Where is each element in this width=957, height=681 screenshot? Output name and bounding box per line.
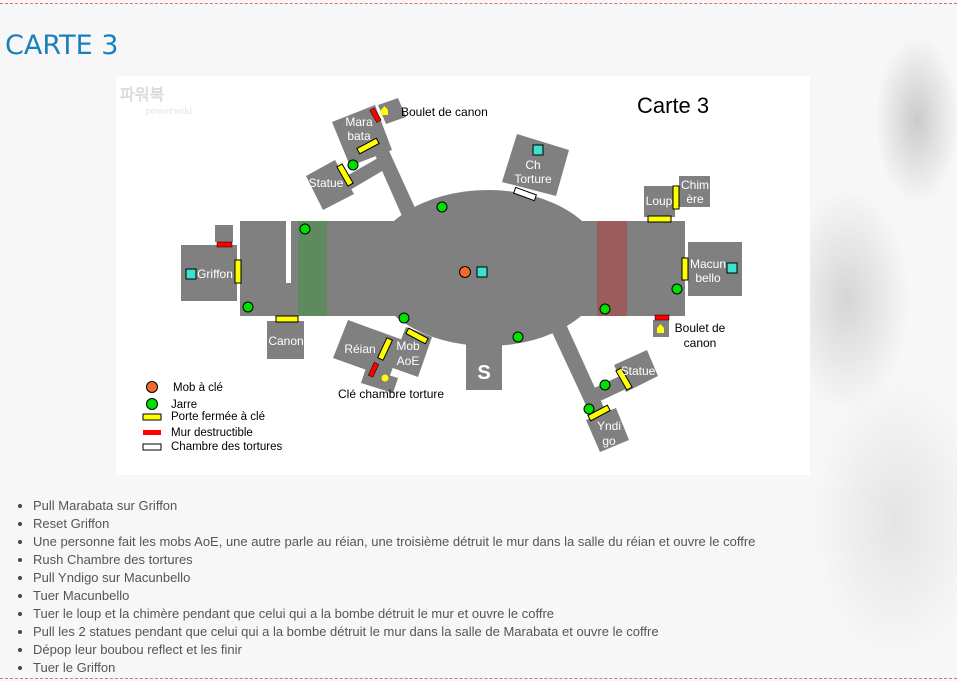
step-item: Pull Marabata sur Griffon [33,497,755,515]
annotation-boulet-right-1: Boulet de [675,321,726,335]
label-statue-bottom: Statue [621,364,656,378]
label-torture: Torture [514,172,552,186]
label-chimere-1: Chim [681,178,709,192]
label-macunbello-2: bello [695,271,721,285]
room-yndigo [586,408,629,452]
room-chimere [679,176,710,207]
room-canon [267,321,304,359]
step-item: Dépop leur boubou reflect et les finir [33,641,755,659]
watermark-sub: powerwiki [145,107,193,117]
strategy-steps: Pull Marabata sur Griffon Reset Griffon … [33,497,755,677]
destructible-walls [216,107,670,378]
step-item: Pull Yndigo sur Macunbello [33,569,755,587]
legend-chambre: Chambre des tortures [171,441,282,453]
room-s [466,340,502,390]
legend-mur: Mur destructible [171,427,253,439]
torture-door [512,186,538,202]
dungeon-map: Mara bata Statue Ch Torture Loup Chim èr… [116,76,810,475]
legend-jarre: Jarre [171,399,197,411]
label-yndigo-2: go [602,434,616,448]
key-mob-marker [459,266,471,278]
label-marabata-2: bata [347,129,371,143]
label-chimere-2: ère [686,192,704,206]
legend: Mob à clé Jarre Porte fermée à clé Mur d… [142,381,282,453]
step-item: Tuer le loup et la chimère pendant que c… [33,605,755,623]
green-zone [298,221,327,316]
step-item: Rush Chambre des tortures [33,551,755,569]
annotation-boulet-top: Boulet de canon [401,105,488,119]
label-ch: Ch [525,158,540,172]
step-item: Tuer Macunbello [33,587,755,605]
bottom-divider [0,678,957,679]
label-mob: Mob [396,339,420,353]
label-marabata-1: Mara [345,115,373,129]
red-zone [597,221,627,316]
top-divider [0,3,957,4]
jarres [242,159,683,415]
label-macunbello-1: Macun [690,257,726,271]
room-loup [644,186,675,217]
legend-mob-cle: Mob à clé [173,382,223,394]
step-item: Une personne fait les mobs AoE, une autr… [33,533,755,551]
label-aoe: AoE [397,354,420,368]
cannonball-icons [381,106,664,333]
label-reian: Réian [344,342,375,356]
room-statue-top [306,160,354,210]
annotation-cle: Clé chambre torture [338,387,444,401]
step-item: Tuer le Griffon [33,659,755,677]
watermark: 파워북 [120,86,164,104]
legend-porte: Porte fermée à clé [171,411,265,423]
key-icon [381,374,389,382]
locked-doors [234,137,689,422]
label-canon: Canon [268,334,303,348]
label-griffon: Griffon [197,267,233,281]
chests [185,144,738,280]
annotation-boulet-right-2: canon [684,336,717,350]
room-reian [333,320,403,378]
label-s: S [477,362,490,384]
page-title: CARTE 3 [5,30,119,61]
label-yndigo-1: Yndi [597,419,621,433]
room-ch-torture [502,134,569,196]
label-statue-top: Statue [309,176,344,190]
step-item: Reset Griffon [33,515,755,533]
map-title: Carte 3 [637,93,709,118]
step-item: Pull les 2 statues pendant que celui qui… [33,623,755,641]
label-loup: Loup [646,194,673,208]
